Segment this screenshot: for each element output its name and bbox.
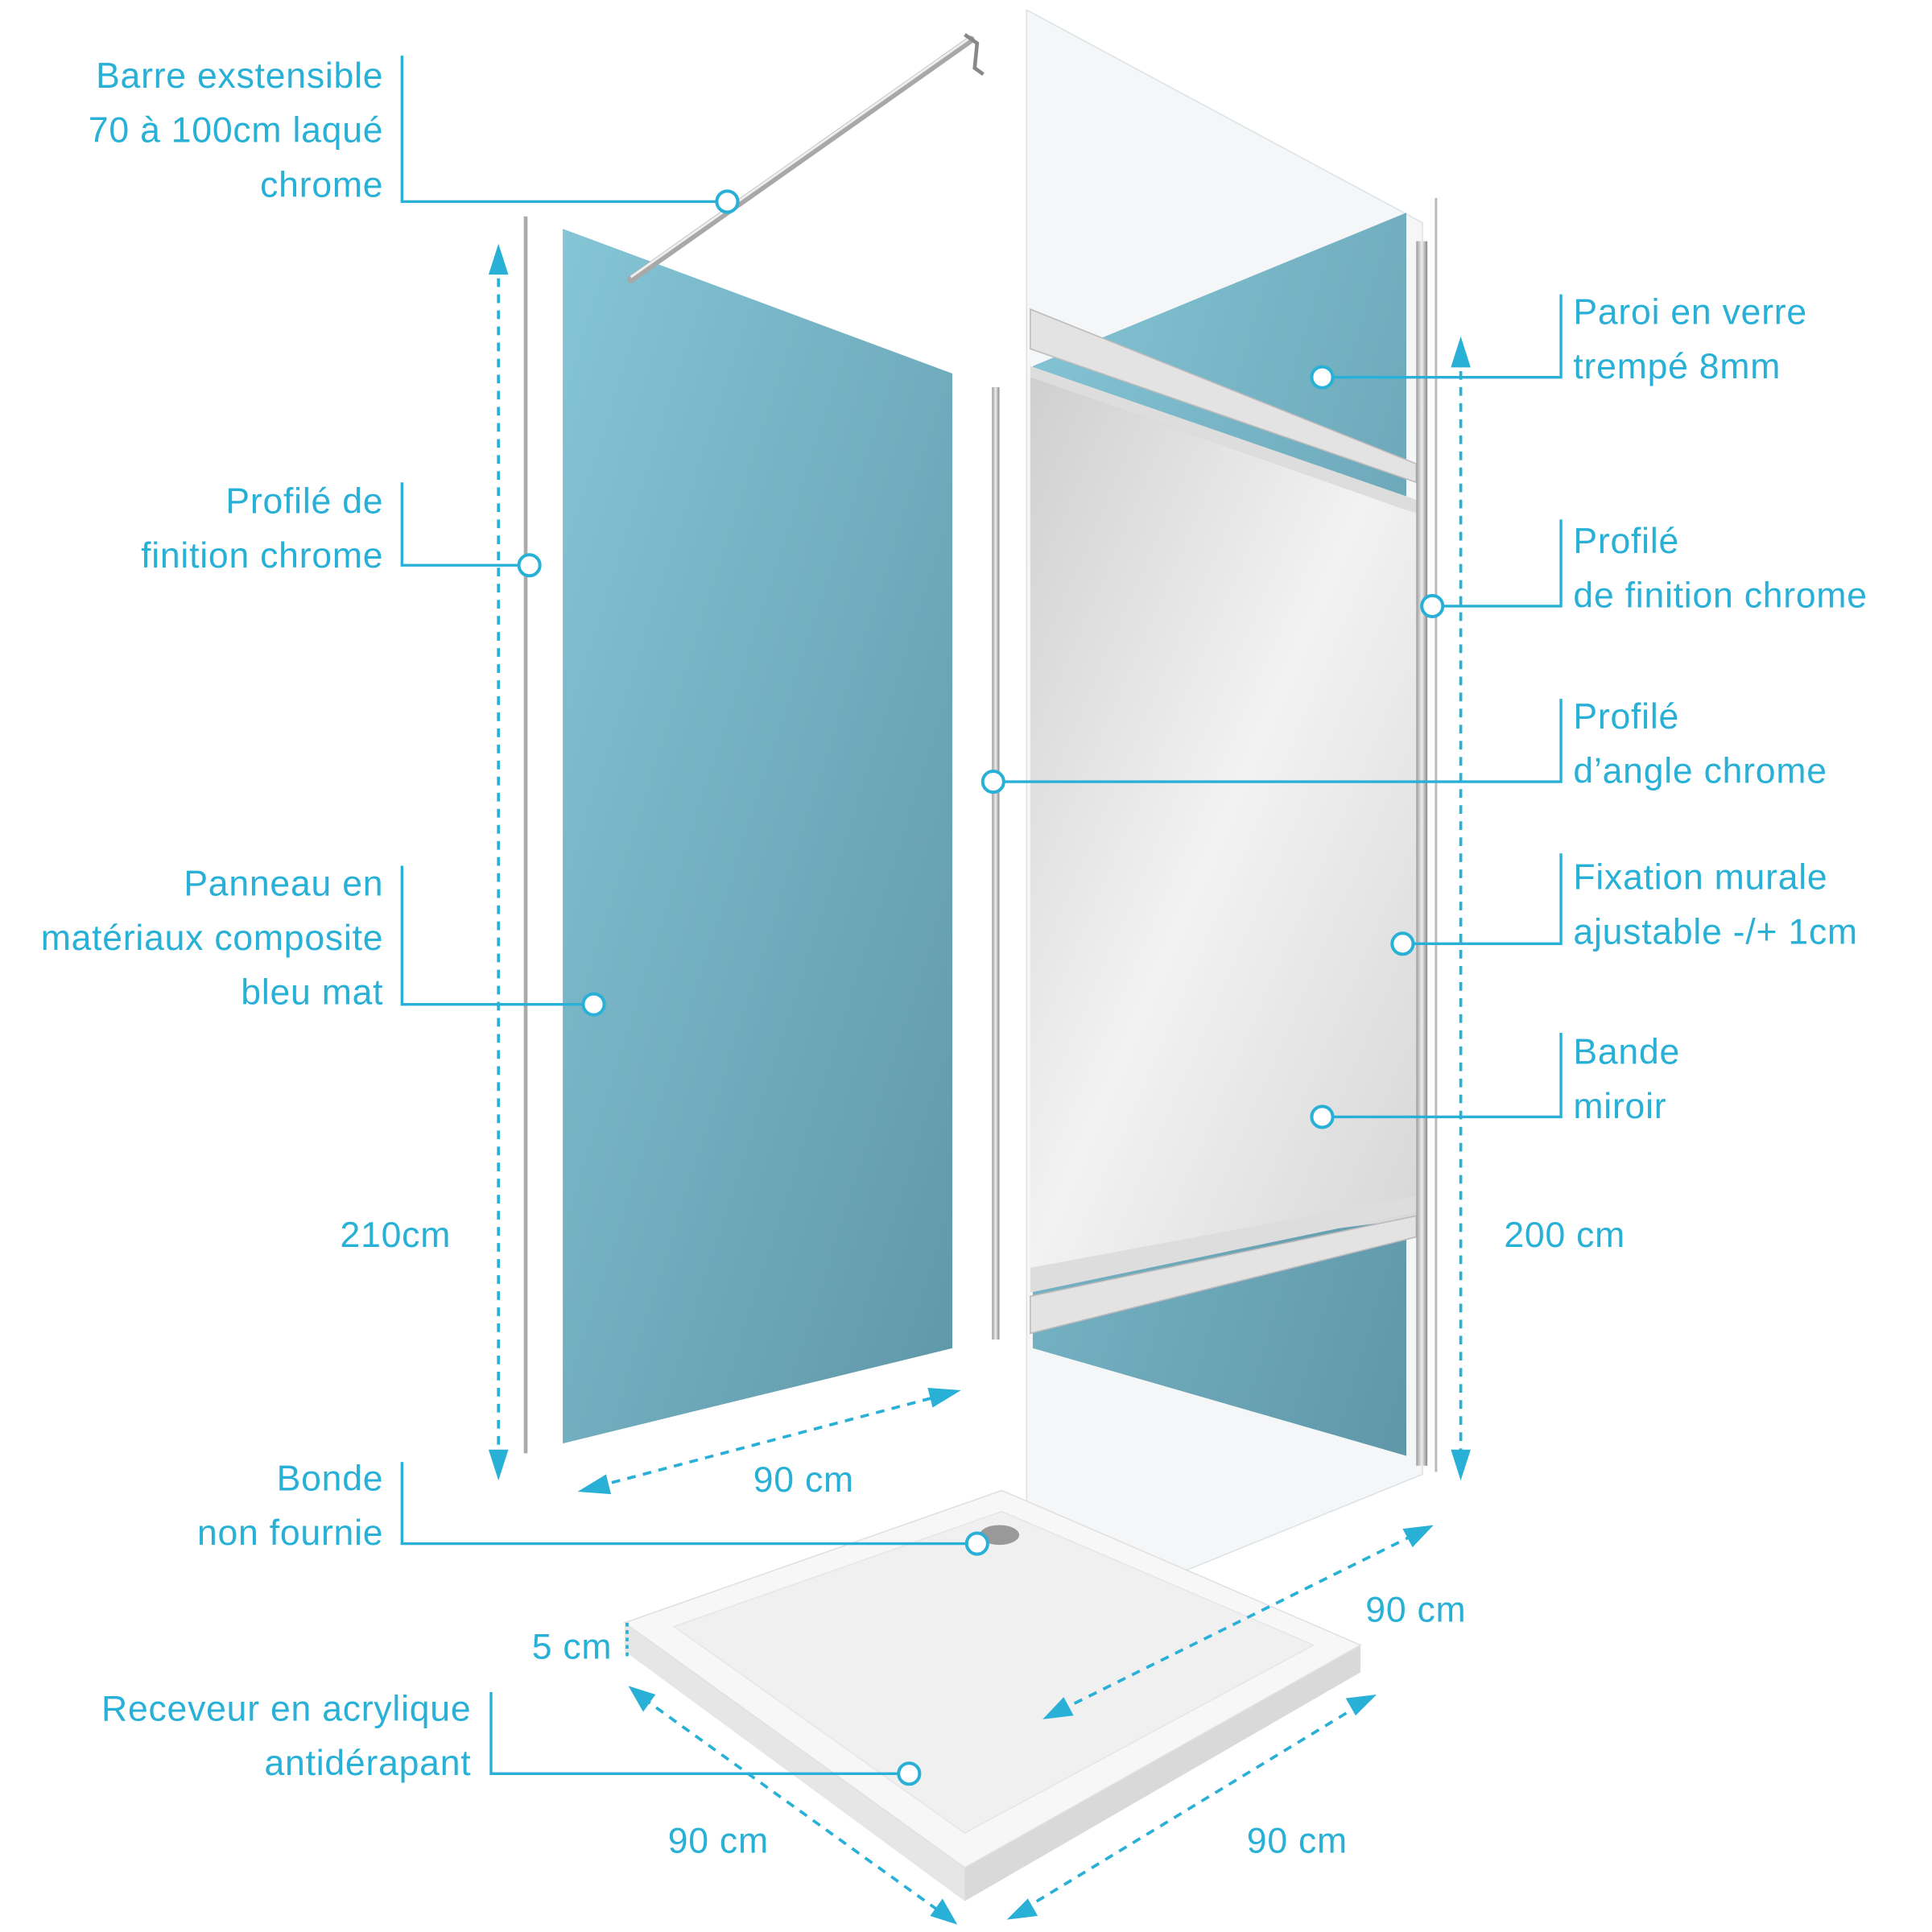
callout-left-profile: Profilé de finition chrome	[141, 482, 542, 578]
label-line: Bande	[1573, 1032, 1680, 1071]
mirror-chrome-strip-top2	[1030, 365, 1417, 514]
label-line: ajustable -/+ 1cm	[1573, 912, 1858, 952]
callout-angle-profile: Profilé d’angle chrome	[980, 697, 1827, 795]
label-line: Bonde	[277, 1459, 384, 1498]
label-line: Profilé de	[225, 482, 383, 522]
bar-wall-bracket	[964, 33, 985, 76]
label-line: Profilé	[1573, 697, 1679, 737]
label-line: Receveur en acrylique	[101, 1689, 471, 1728]
tray-side-right	[964, 1645, 1361, 1901]
label-line: Barre exstensible	[96, 56, 383, 96]
label-line: Paroi en verre	[1573, 293, 1807, 332]
callout-extensible-bar: Barre exstensible 70 à 100cm laqué chrom…	[89, 56, 740, 214]
right-chrome-profile	[1416, 241, 1428, 1466]
extensible-bar-highlight	[630, 35, 972, 279]
dim-tray-left: 90 cm	[668, 1822, 769, 1861]
left-blue-panel	[563, 229, 953, 1444]
label-line: Fixation murale	[1573, 858, 1827, 898]
label-line: chrome	[260, 165, 383, 204]
tray-side-left	[624, 1622, 965, 1901]
label-line: d’angle chrome	[1573, 752, 1827, 791]
callout-panel: Panneau en matériaux composite bleu mat	[41, 864, 606, 1017]
callout-drain: Bonde non fournie	[197, 1459, 989, 1556]
callout-tray: Receveur en acrylique antidérapant	[101, 1689, 922, 1786]
label-line: de finition chrome	[1573, 576, 1867, 615]
dim-panel-width: 90 cm	[753, 1460, 854, 1500]
dim-left-height: 210cm	[341, 1216, 452, 1255]
angle-chrome-profile	[992, 386, 1000, 1340]
dim-tray-right: 90 cm	[1247, 1822, 1348, 1861]
drain	[979, 1525, 1020, 1546]
dimension-arrows	[488, 243, 1471, 1925]
dim-back-width: 90 cm	[1365, 1590, 1466, 1629]
callout-right-profile: Profilé de finition chrome	[1420, 519, 1867, 618]
callout-wall-fixing: Fixation murale ajustable -/+ 1cm	[1390, 853, 1858, 956]
label-line: 70 à 100cm laqué	[89, 111, 383, 151]
callout-mirror-band: Bande miroir	[1310, 1032, 1680, 1129]
label-line: Panneau en	[184, 864, 383, 903]
extensible-bar	[627, 35, 975, 283]
label-line: bleu mat	[241, 973, 383, 1013]
tray-textured-surface	[672, 1510, 1315, 1834]
label-line: trempé 8mm	[1573, 347, 1781, 386]
dim-tray-height: 5 cm	[532, 1627, 613, 1666]
mirror-chrome-strip-bottom2	[1030, 1195, 1417, 1293]
mirror-band	[1030, 377, 1417, 1268]
label-line: finition chrome	[141, 536, 383, 576]
label-line: antidérapant	[264, 1744, 471, 1783]
label-line: miroir	[1573, 1087, 1666, 1126]
label-line: non fournie	[197, 1513, 383, 1553]
label-line: Profilé	[1573, 522, 1679, 561]
dim-right-height: 200 cm	[1504, 1216, 1625, 1255]
callout-glass: Paroi en verre trempé 8mm	[1310, 293, 1807, 390]
label-line: matériaux composite	[41, 919, 384, 958]
